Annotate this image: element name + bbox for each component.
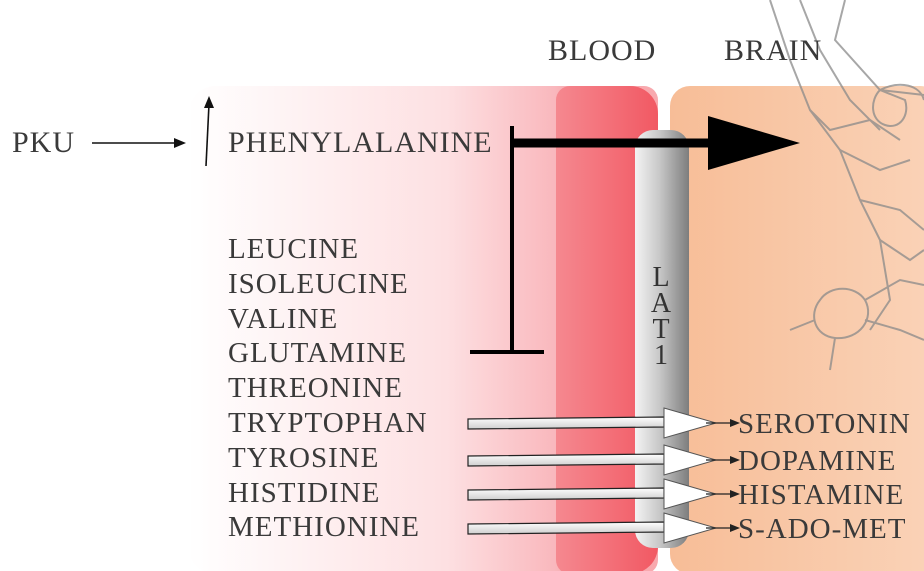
phenylalanine-label: PHENYLALANINE [228,128,493,158]
amino-acid-item: ISOLEUCINE [228,267,428,302]
lat1-letter: 1 [648,340,674,372]
product-histamine: HISTAMINE [738,479,904,512]
product-dopamine: DOPAMINE [738,445,896,478]
amino-acid-item: VALINE [228,302,428,337]
amino-acid-item: METHIONINE [228,510,428,545]
amino-acid-item: TYROSINE [228,441,428,476]
amino-acid-item: GLUTAMINE [228,336,428,371]
amino-acid-item: HISTIDINE [228,476,428,511]
brain-label: BRAIN [724,36,822,66]
amino-acid-item: TRYPTOPHAN [228,406,428,441]
amino-acid-list: LEUCINE ISOLEUCINE VALINE GLUTAMINE THRE… [228,232,428,545]
amino-acid-item: LEUCINE [228,232,428,267]
blood-label: BLOOD [548,36,656,66]
product-s-ado-met: S-ADO-MET [738,513,907,546]
pku-label: PKU [12,128,75,158]
amino-acid-item: THREONINE [228,371,428,406]
pku-arrow-head [174,138,186,148]
product-serotonin: SEROTONIN [738,408,911,441]
